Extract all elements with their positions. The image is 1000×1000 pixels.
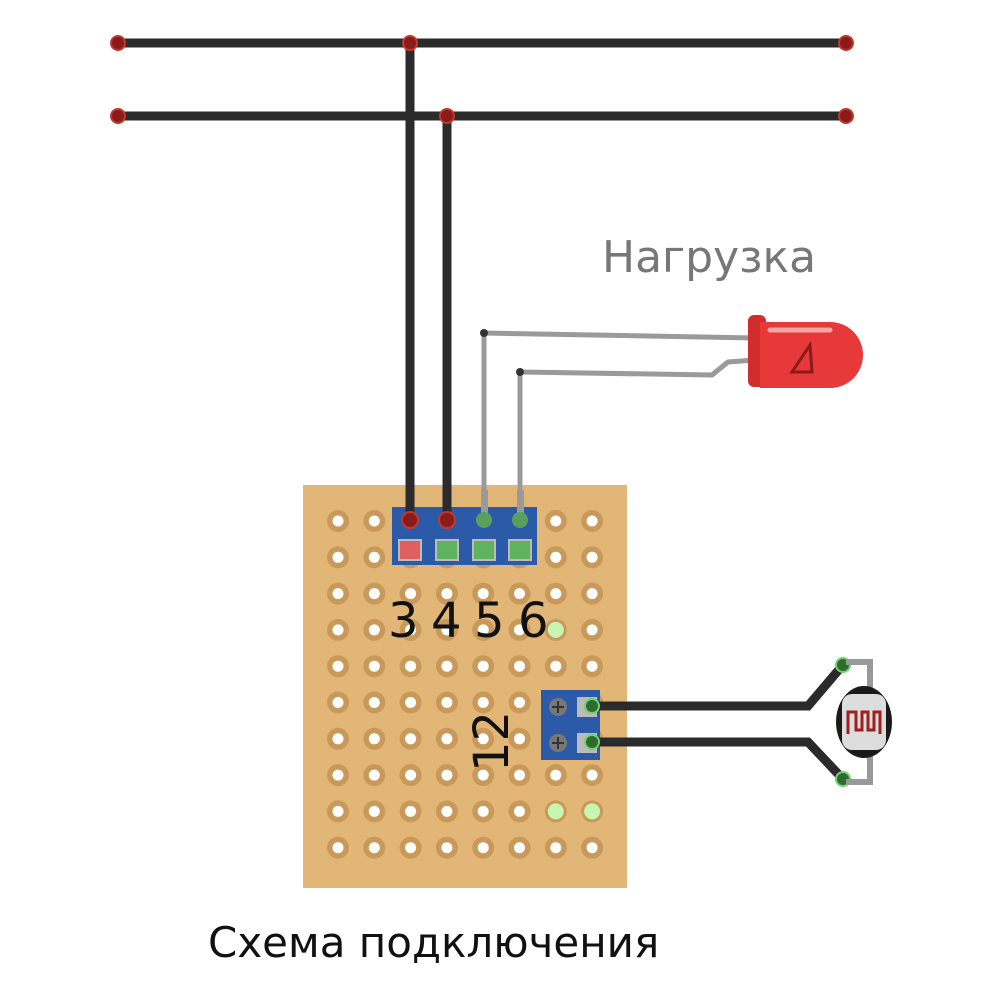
hole [441,697,453,708]
hole [405,769,417,781]
diagram-title: Схема подключения [208,918,659,967]
hole [514,805,525,817]
hole [550,769,562,781]
hole [514,660,525,672]
pin-label-5: 5 [474,593,505,649]
led [748,315,863,388]
hole [586,588,598,600]
load-label: Нагрузка [602,232,816,283]
hole [477,733,489,745]
hole [405,624,417,636]
hole [477,769,489,781]
hole [441,588,453,600]
hole [441,842,453,854]
hole [477,624,489,636]
hole [477,588,489,600]
photoresistor [836,659,892,785]
hole [332,805,344,817]
wire-endpoints [110,35,854,529]
hole [586,660,598,672]
hole [405,842,417,854]
hole [332,551,344,563]
hole [514,842,525,854]
hole [368,660,380,672]
hole [586,551,598,563]
connected-hole [547,621,564,638]
hole [550,588,562,600]
hole [368,805,380,817]
hole [368,769,380,781]
pin-label-3: 3 [388,593,419,649]
hole [405,588,417,600]
hole [332,697,344,708]
sensor-wires [587,661,847,783]
hole [514,697,525,708]
hole [332,660,344,672]
pin-labels: 3 4 5 6 [388,593,549,649]
hole [514,769,525,781]
terminal-clamp [435,539,459,561]
terminal-clamp [508,539,532,561]
hole [368,515,380,527]
hole [550,660,562,672]
hole [441,624,453,636]
pin-label-4: 4 [431,593,462,649]
hole [368,733,380,745]
hole [441,805,453,817]
terminal-clamp [398,539,422,561]
hole [332,733,344,745]
hole [368,624,380,636]
hole [586,769,598,781]
connected-hole [584,803,601,820]
hole [368,697,380,708]
pin-label-6: 6 [518,593,549,649]
hole [332,515,344,527]
terminal-clamp [472,539,496,561]
hole [477,842,489,854]
connected-hole [547,803,564,820]
led-wire-pin6 [517,357,756,520]
hole [477,660,489,672]
hole [514,588,525,600]
hole [332,842,344,854]
power-wires [113,38,851,121]
hole [405,697,417,708]
hole [441,733,453,745]
hole [514,733,525,745]
hole [332,624,344,636]
hole [586,842,598,854]
hole [368,842,380,854]
hole [405,660,417,672]
hole [368,551,380,563]
sensor-pins-label: 12 [464,711,520,772]
hole [550,551,562,563]
hole [368,588,380,600]
hole [586,515,598,527]
hole [477,697,489,708]
hole [441,660,453,672]
hole [441,769,453,781]
hole [405,805,417,817]
hole [405,733,417,745]
hole [550,842,562,854]
hole [477,805,489,817]
perfboard-holes [327,510,604,859]
hole [586,624,598,636]
hole [550,515,562,527]
hole [514,624,525,636]
hole [332,769,344,781]
hole [332,588,344,600]
